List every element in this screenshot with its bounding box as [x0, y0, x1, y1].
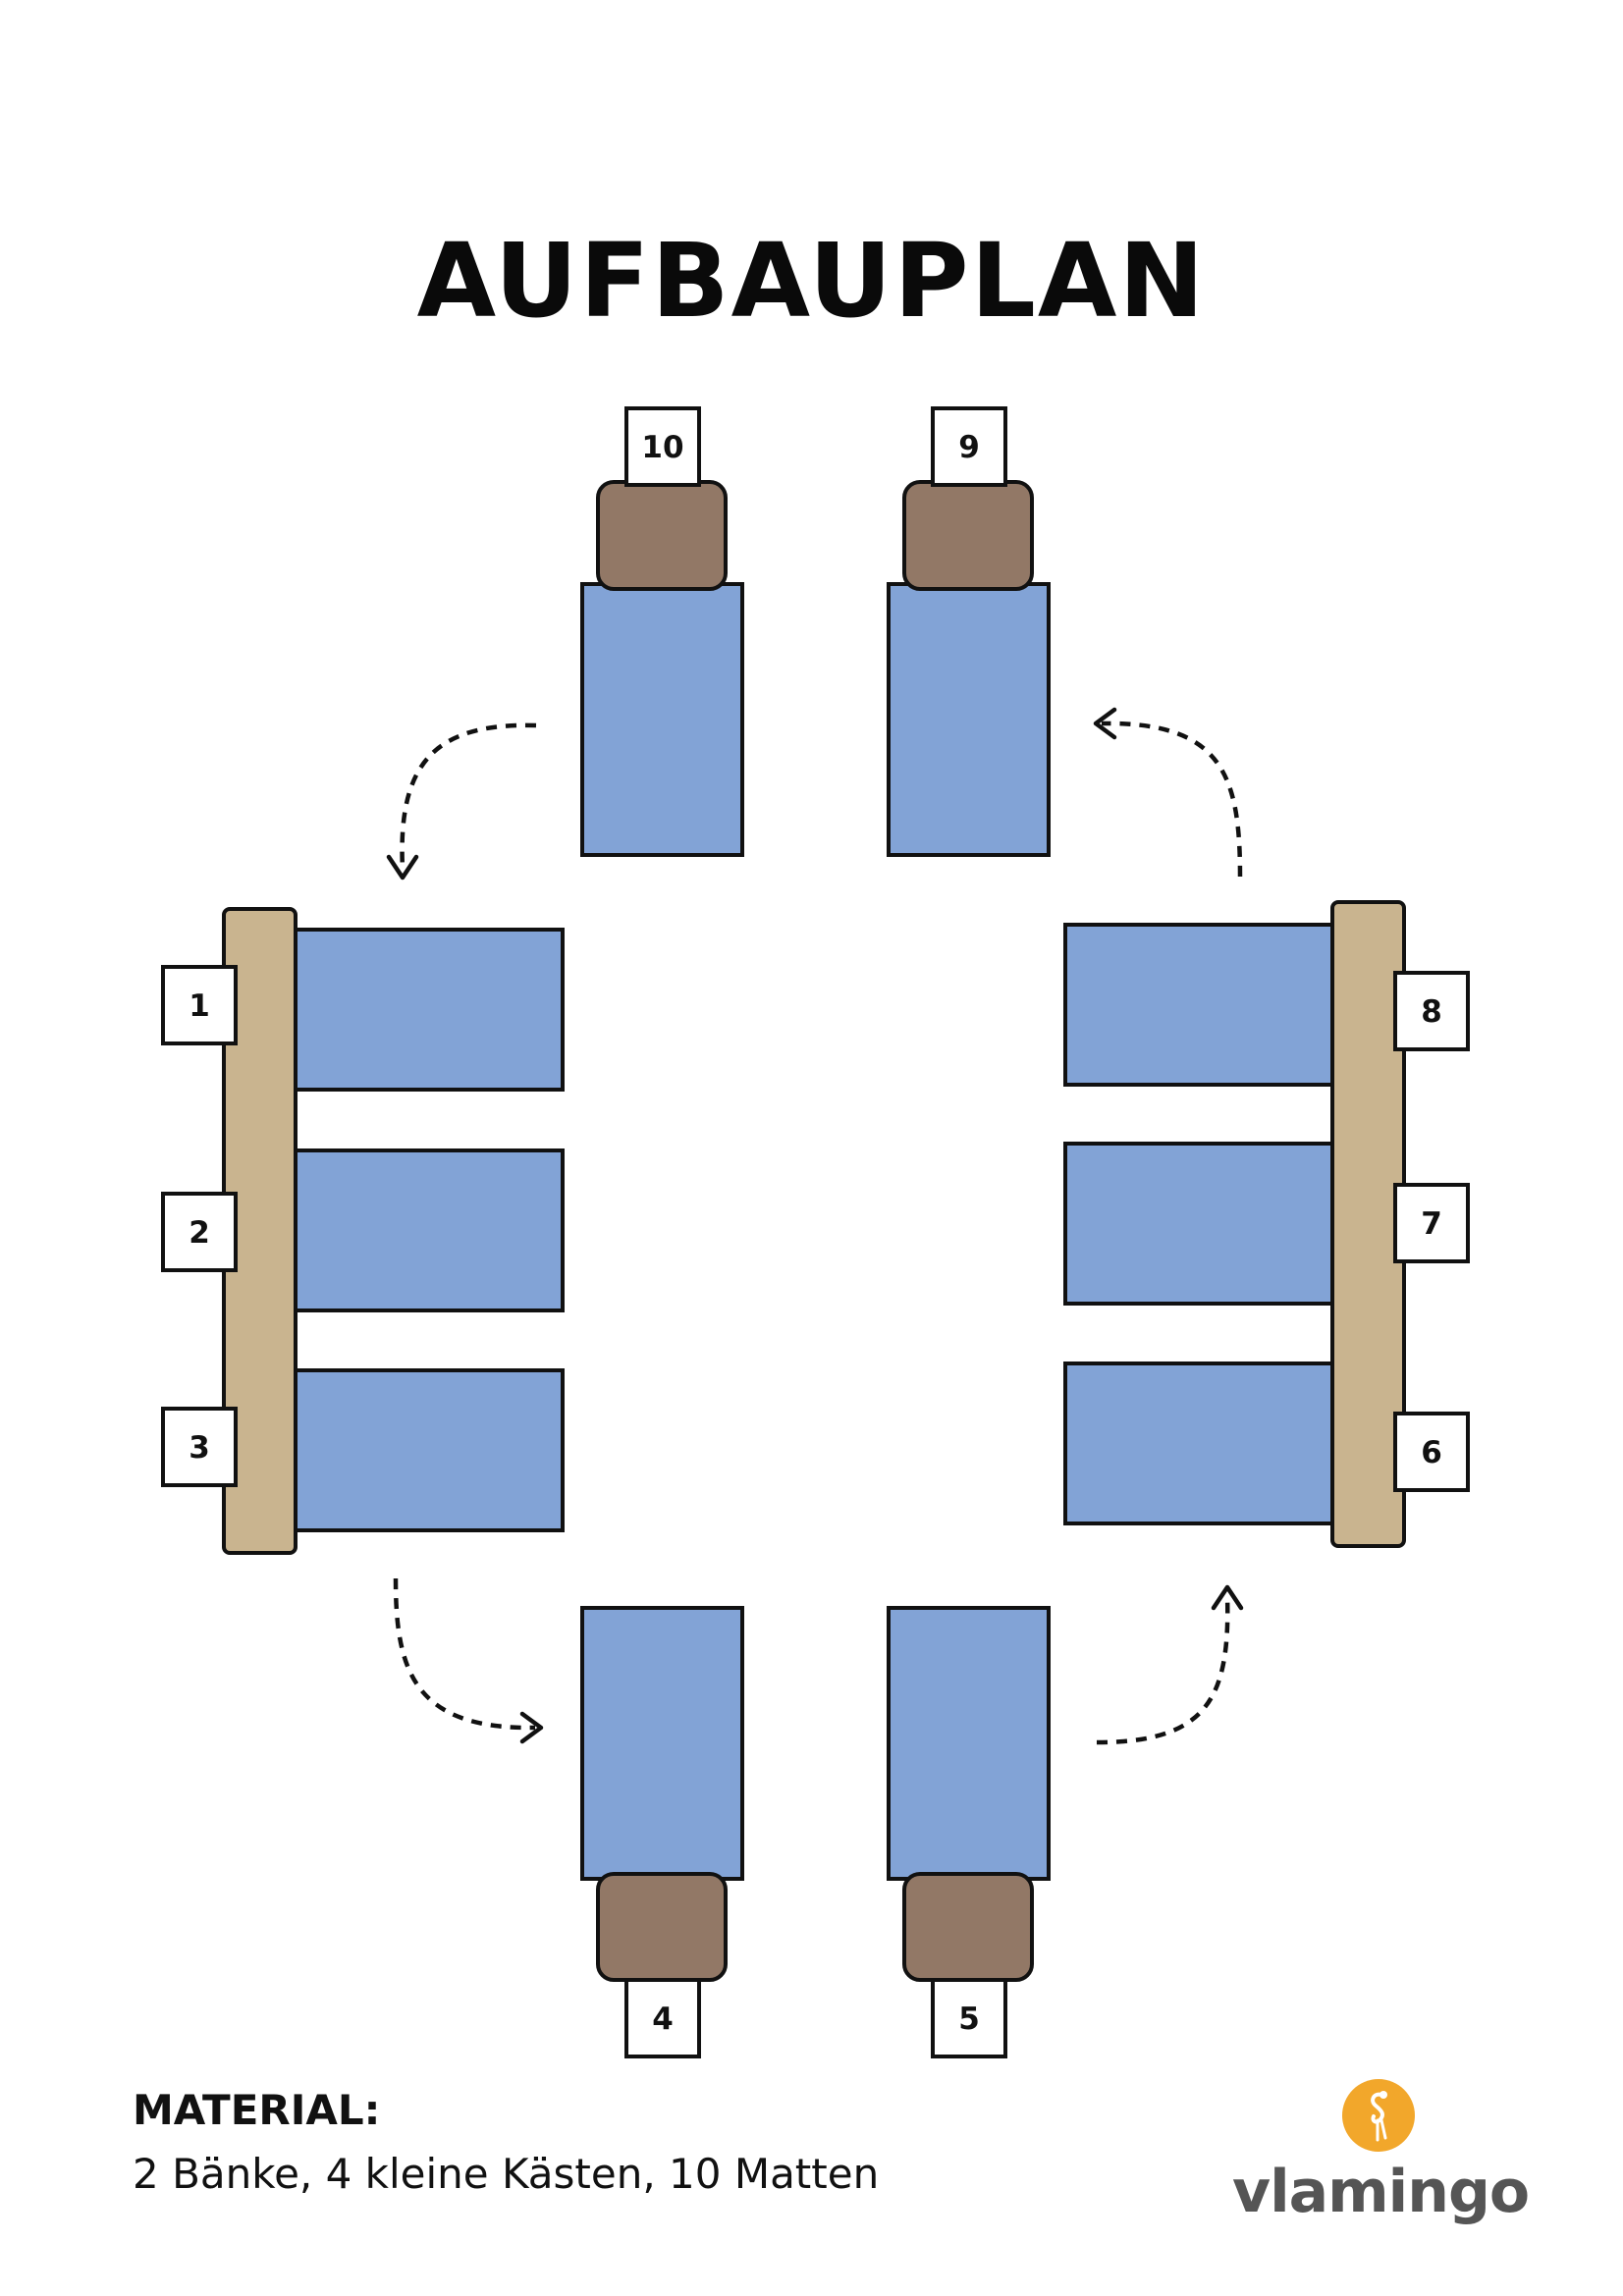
station-number: 10 — [641, 430, 683, 465]
mat-1 — [294, 928, 565, 1092]
page-title: AUFBAUPLAN — [416, 221, 1207, 341]
mat-5 — [887, 1606, 1051, 1881]
flow-arrow-bottom-left — [393, 1577, 544, 1744]
box-5 — [902, 1872, 1034, 1982]
mat-2 — [294, 1148, 565, 1312]
material-list: 2 Bänke, 4 kleine Kästen, 10 Matten — [133, 2150, 880, 2198]
mat-6 — [1063, 1362, 1334, 1525]
station-number: 1 — [189, 988, 210, 1024]
station-number: 9 — [958, 430, 980, 465]
station-number: 4 — [652, 2002, 674, 2037]
station-number: 6 — [1421, 1435, 1442, 1470]
station-label-10: 10 — [624, 406, 701, 487]
flow-arrow-bottom-right — [1096, 1584, 1244, 1745]
station-number: 2 — [189, 1215, 210, 1251]
station-label-5: 5 — [931, 1978, 1007, 2058]
mat-9 — [887, 582, 1051, 857]
station-label-7: 7 — [1393, 1183, 1470, 1263]
logo-wordmark: vlamingo — [1232, 2158, 1530, 2226]
flamingo-icon — [1342, 2079, 1415, 2152]
mat-7 — [1063, 1142, 1334, 1306]
mat-3 — [294, 1368, 565, 1532]
station-label-9: 9 — [931, 406, 1007, 487]
station-label-3: 3 — [161, 1407, 238, 1487]
material-heading: MATERIAL: — [133, 2086, 381, 2134]
mat-10 — [580, 582, 744, 857]
box-9 — [902, 480, 1034, 591]
flow-arrow-top-left — [386, 722, 537, 881]
station-label-1: 1 — [161, 965, 238, 1045]
flow-arrow-top-right — [1093, 707, 1243, 878]
station-number: 8 — [1421, 994, 1442, 1030]
mat-8 — [1063, 923, 1334, 1087]
station-number: 5 — [958, 2002, 980, 2037]
mat-4 — [580, 1606, 744, 1881]
station-label-6: 6 — [1393, 1412, 1470, 1492]
station-label-4: 4 — [624, 1978, 701, 2058]
station-number: 3 — [189, 1430, 210, 1466]
box-10 — [596, 480, 728, 591]
station-label-2: 2 — [161, 1192, 238, 1272]
vlamingo-logo: vlamingo — [1232, 2079, 1530, 2226]
station-number: 7 — [1421, 1206, 1442, 1242]
station-label-8: 8 — [1393, 971, 1470, 1051]
box-4 — [596, 1872, 728, 1982]
